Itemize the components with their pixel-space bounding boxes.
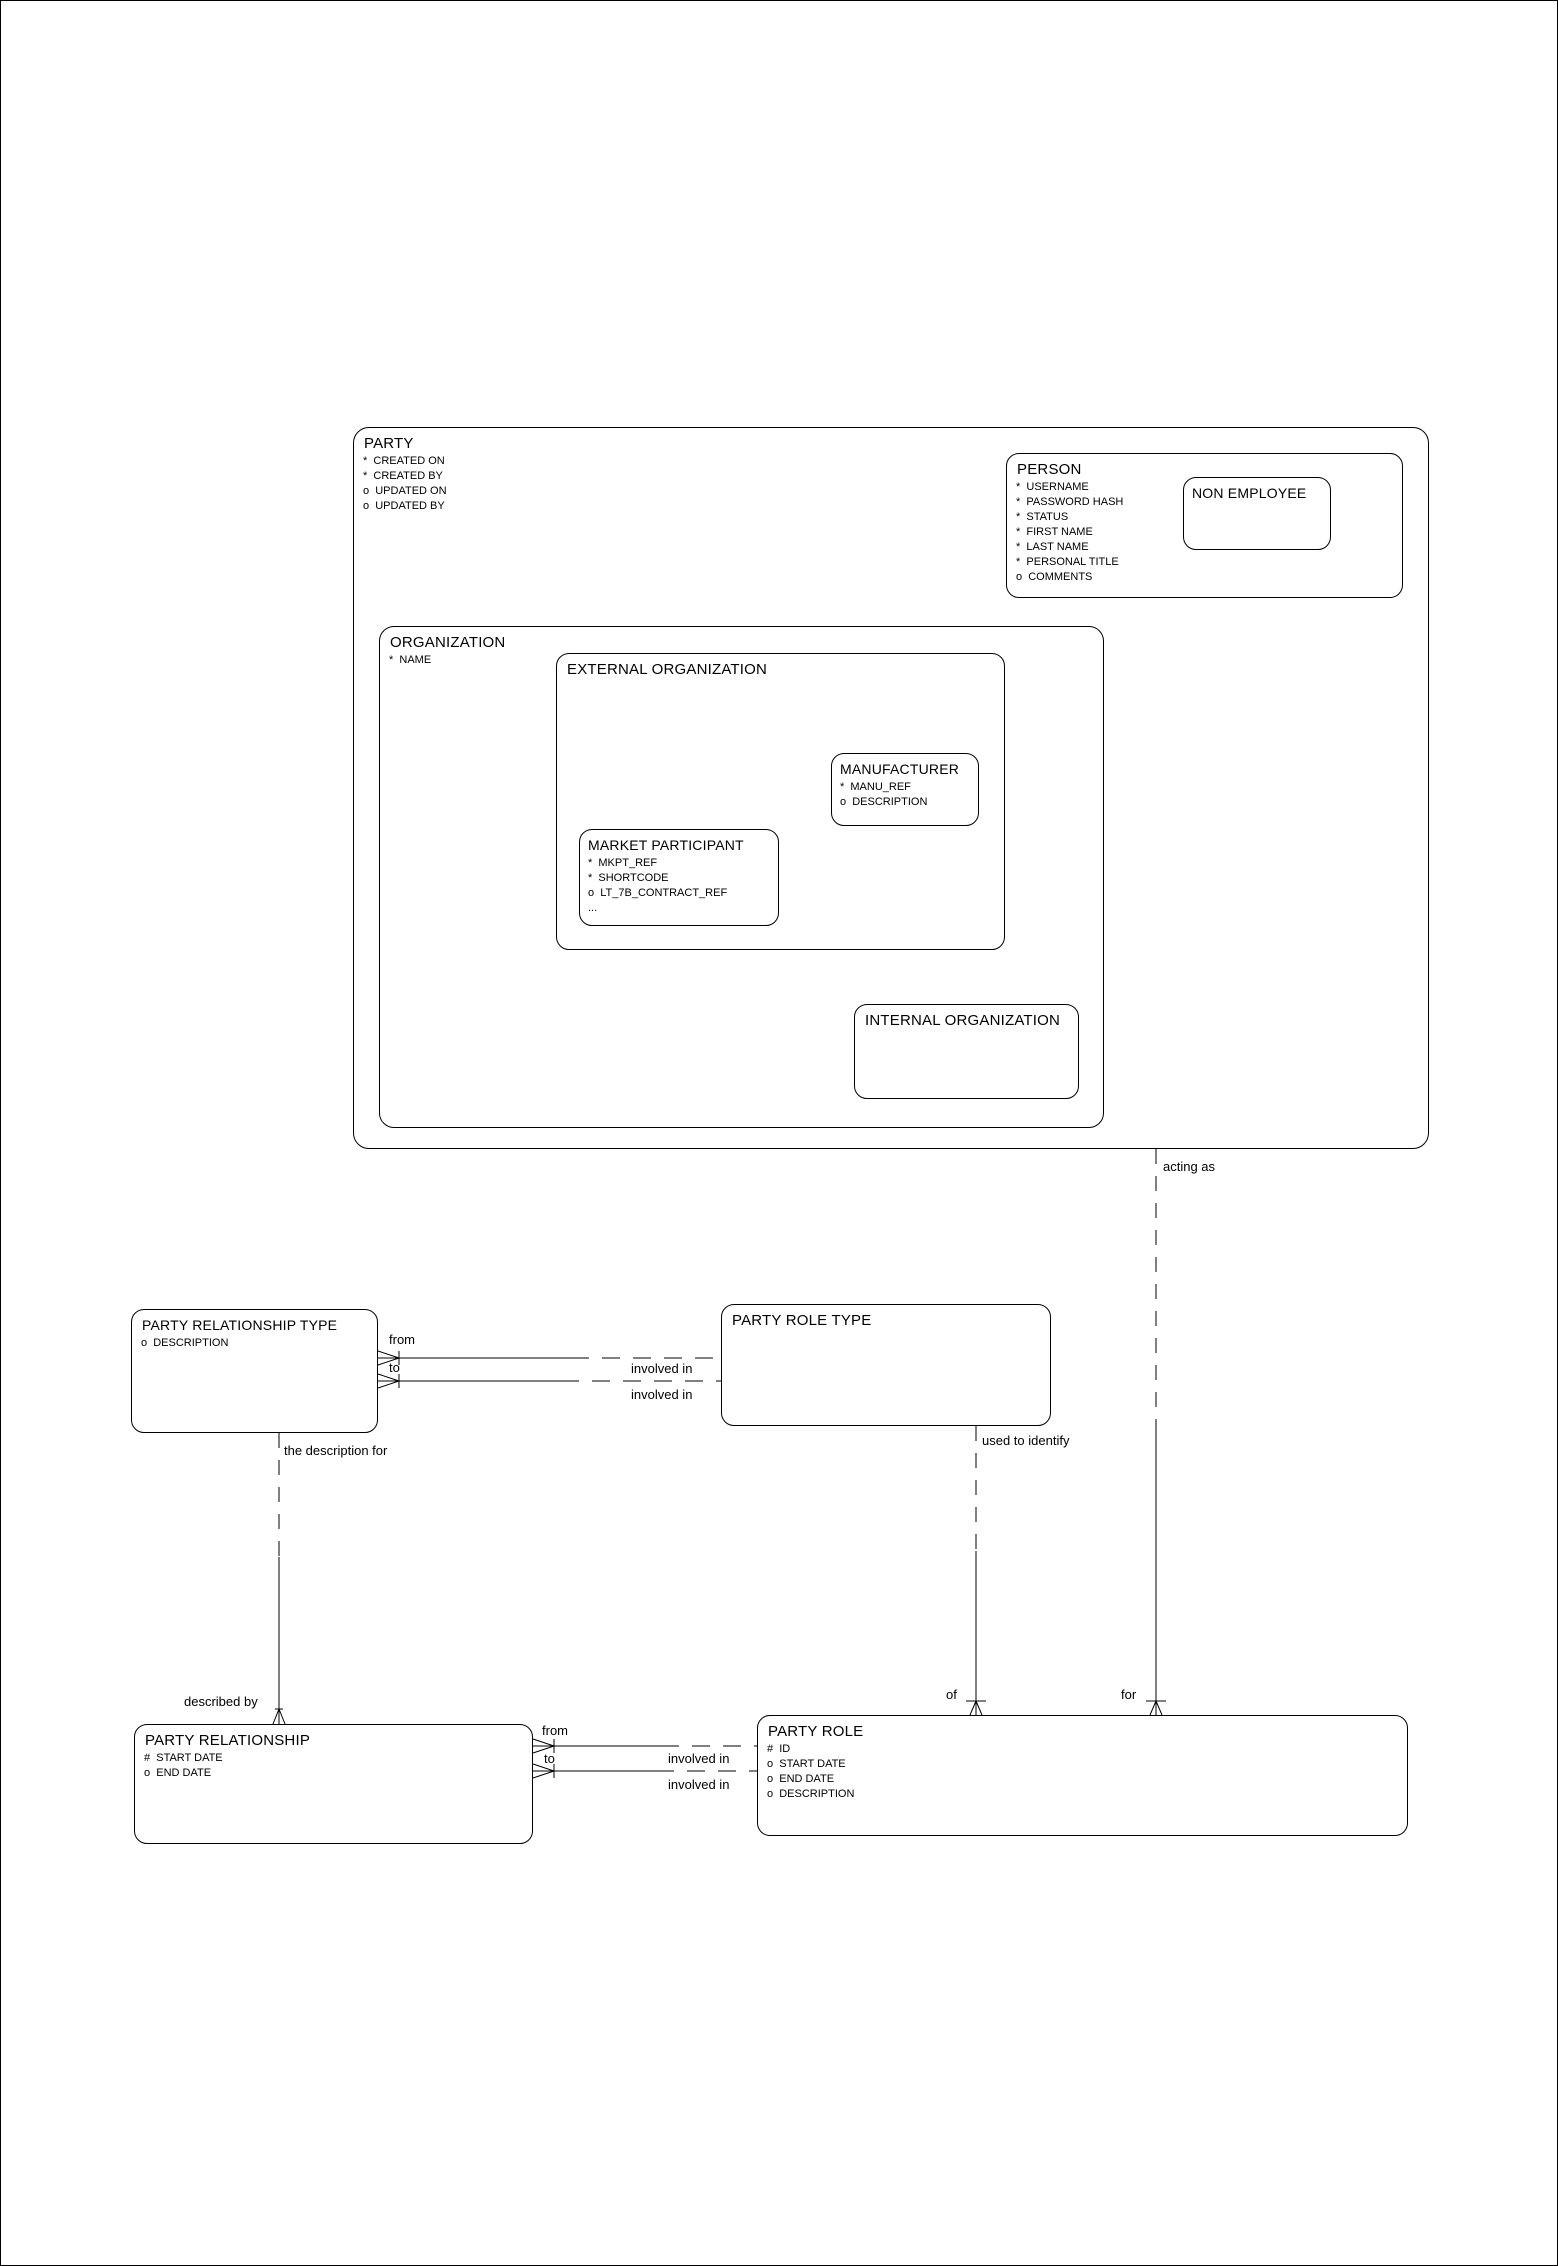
crow-foot-icon bbox=[377, 1373, 400, 1389]
entity-title: PARTY ROLE TYPE bbox=[732, 1312, 872, 1329]
entity-person[interactable]: PERSON * USERNAME * PASSWORD HASH * STATUS… bbox=[1006, 453, 1403, 598]
crow-foot-icon bbox=[966, 1700, 986, 1716]
rel-label-involved-in-top-2: involved in bbox=[631, 1387, 693, 1402]
entity-attribute: * MKPT_REF bbox=[588, 857, 658, 869]
entity-title: PARTY RELATIONSHIP TYPE bbox=[142, 1317, 338, 1333]
entity-attribute: * STATUS bbox=[1016, 511, 1069, 523]
entity-party[interactable]: PARTY * CREATED ON * CREATED BY o UPDATED … bbox=[353, 427, 1429, 1149]
entity-title: ORGANIZATION bbox=[390, 634, 506, 651]
rel-label-described-by: described by bbox=[184, 1694, 258, 1709]
entity-attribute: * NAME bbox=[389, 654, 432, 666]
entity-title: INTERNAL ORGANIZATION bbox=[865, 1012, 1061, 1029]
entity-attribute: # ID bbox=[767, 1743, 791, 1755]
entity-internal-organization[interactable]: INTERNAL ORGANIZATION bbox=[854, 1004, 1079, 1099]
entity-attribute: ... bbox=[588, 902, 598, 914]
entity-attribute: o DESCRIPTION bbox=[767, 1788, 855, 1800]
entity-attribute: # START DATE bbox=[144, 1752, 223, 1764]
entity-attribute: * USERNAME bbox=[1016, 481, 1089, 493]
entity-party-relationship[interactable]: PARTY RELATIONSHIP # START DATE o END DAT… bbox=[134, 1724, 533, 1844]
entity-party-relationship-type[interactable]: PARTY RELATIONSHIP TYPE o DESCRIPTION bbox=[131, 1309, 378, 1433]
entity-attributes: * MKPT_REF * SHORTCODE o LT_7B_CONTRACT_RE… bbox=[580, 854, 778, 916]
entity-title: NON EMPLOYEE bbox=[1192, 485, 1307, 501]
crow-foot-icon bbox=[272, 1708, 286, 1725]
rel-label-the-description-for: the description for bbox=[284, 1443, 388, 1458]
entity-attribute: o END DATE bbox=[144, 1767, 212, 1779]
entity-attribute: * PERSONAL TITLE bbox=[1016, 556, 1119, 568]
entity-title: MANUFACTURER bbox=[840, 761, 960, 777]
entity-attributes: * CREATED ON * CREATED BY o UPDATED ON o UP… bbox=[354, 452, 1428, 514]
rel-label-to-top: to bbox=[389, 1360, 400, 1375]
entity-attributes: * USERNAME * PASSWORD HASH * STATUS * FIRST… bbox=[1007, 478, 1402, 585]
rel-label-of: of bbox=[946, 1687, 957, 1702]
entity-party-role[interactable]: PARTY ROLE # ID o START DATE o END DATE o D… bbox=[757, 1715, 1408, 1836]
entity-attribute: o END DATE bbox=[767, 1773, 835, 1785]
entity-title: PARTY ROLE bbox=[768, 1723, 864, 1740]
entity-attribute: * LAST NAME bbox=[1016, 541, 1089, 553]
entity-non-employee[interactable]: NON EMPLOYEE bbox=[1183, 477, 1331, 550]
entity-title: EXTERNAL ORGANIZATION bbox=[567, 661, 768, 678]
rel-label-for: for bbox=[1121, 1687, 1137, 1702]
rel-used-to-identify bbox=[966, 1426, 986, 1716]
rel-to-bottom bbox=[532, 1763, 757, 1779]
rel-label-used-to-identify: used to identify bbox=[982, 1433, 1070, 1448]
entity-attribute: o START DATE bbox=[767, 1758, 846, 1770]
entity-attribute: o DESCRIPTION bbox=[840, 796, 928, 808]
entity-attribute: o UPDATED BY bbox=[363, 500, 445, 512]
entity-title: PERSON bbox=[1017, 461, 1082, 478]
entity-party-role-type[interactable]: PARTY ROLE TYPE bbox=[721, 1304, 1051, 1426]
entity-title: PARTY bbox=[364, 435, 414, 452]
entity-attribute: * PASSWORD HASH bbox=[1016, 496, 1124, 508]
entity-market-participant[interactable]: MARKET PARTICIPANT * MKPT_REF * SHORTCODE… bbox=[579, 829, 779, 926]
rel-label-from-top: from bbox=[389, 1332, 415, 1347]
entity-attributes: * NAME bbox=[380, 651, 1103, 668]
entity-attributes: # ID o START DATE o END DATE o DESCRIPTION bbox=[758, 1740, 1407, 1802]
entity-attribute: * CREATED BY bbox=[363, 470, 443, 482]
entity-organization[interactable]: ORGANIZATION * NAME bbox=[379, 626, 1104, 1128]
entity-attribute: o LT_7B_CONTRACT_REF bbox=[588, 887, 728, 899]
entity-attributes: o DESCRIPTION bbox=[132, 1334, 377, 1351]
entity-attribute: * CREATED ON bbox=[363, 455, 445, 467]
rel-to-top bbox=[377, 1373, 721, 1389]
crow-foot-icon bbox=[532, 1763, 555, 1779]
rel-label-acting-as: acting as bbox=[1163, 1159, 1216, 1174]
entity-external-organization[interactable]: EXTERNAL ORGANIZATION bbox=[556, 653, 1005, 950]
entity-attribute: * MANU_REF bbox=[840, 781, 911, 793]
rel-label-from-bottom: from bbox=[542, 1723, 568, 1738]
rel-description bbox=[272, 1433, 286, 1725]
crow-foot-icon bbox=[1146, 1700, 1166, 1716]
entity-attribute: * SHORTCODE bbox=[588, 872, 669, 884]
rel-acting-as bbox=[1146, 1149, 1166, 1716]
rel-label-involved-in-bottom-1: involved in bbox=[668, 1751, 730, 1766]
entity-attributes: # START DATE o END DATE bbox=[135, 1749, 532, 1781]
entity-attribute: o DESCRIPTION bbox=[141, 1337, 229, 1349]
entity-title: PARTY RELATIONSHIP bbox=[145, 1732, 311, 1749]
entity-attribute: o COMMENTS bbox=[1016, 571, 1093, 583]
rel-label-involved-in-top-1: involved in bbox=[631, 1361, 693, 1376]
entity-attribute: o UPDATED ON bbox=[363, 485, 447, 497]
rel-label-involved-in-bottom-2: involved in bbox=[668, 1777, 730, 1792]
entity-title: MARKET PARTICIPANT bbox=[588, 837, 744, 853]
entity-attribute: * FIRST NAME bbox=[1016, 526, 1093, 538]
rel-label-to-bottom: to bbox=[544, 1751, 555, 1766]
